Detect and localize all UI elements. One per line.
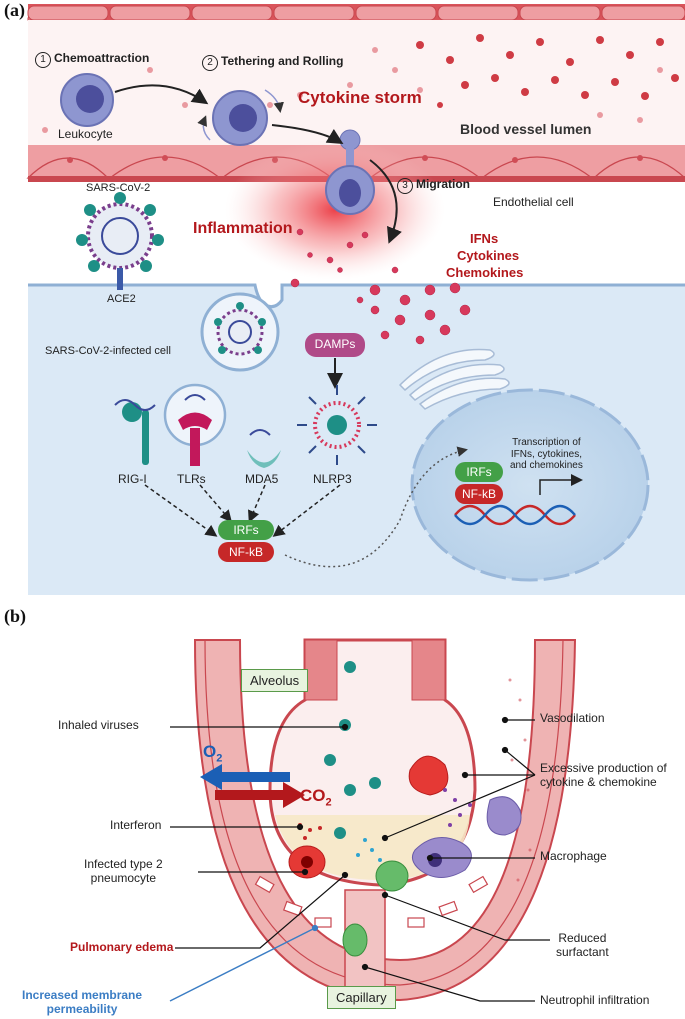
o2-label: O2 — [203, 742, 223, 765]
migrating-leukocyte — [325, 129, 375, 215]
vessel-lumen — [28, 20, 685, 145]
increased-perm-line-2: permeability — [46, 1001, 118, 1016]
co2-arrow — [215, 782, 305, 808]
membrane-gaps — [254, 875, 489, 928]
cytokines-label: Cytokines — [457, 248, 520, 263]
tlrs-label: TLRs — [177, 472, 206, 486]
inflammation-label: Inflammation — [193, 220, 293, 237]
infected-cell-label: SARS-CoV-2-infected cell — [45, 345, 171, 357]
sars-cov-2-label: SARS-CoV-2 — [86, 182, 151, 194]
neutrophil-cells — [342, 860, 409, 957]
chemokines-label: Chemokines — [446, 265, 524, 280]
airway-epithelium — [304, 639, 446, 701]
arrow-tethering — [271, 124, 344, 145]
ifns-label: IFNs — [470, 231, 499, 246]
step2-label: Tethering and Rolling — [221, 54, 344, 68]
rolling-leukocyte — [212, 90, 268, 146]
excessive-line-1: Excessive production of — [540, 761, 667, 775]
step3-num: 3 — [397, 178, 413, 194]
vessel-top-wall — [27, 4, 685, 21]
endothelial-cell-label: Endothelial cell — [493, 195, 574, 209]
alveolus-label: Alveolus — [241, 669, 309, 692]
blood-vessel-lumen-label: Blood vessel lumen — [460, 121, 592, 137]
panel-b-tag: (b) — [4, 606, 26, 626]
pulmonary-edema-label: Pulmonary edema — [70, 940, 174, 954]
step1-num: 1 — [35, 52, 51, 68]
infected-type2-label: Infected type 2 pneumocyte — [84, 857, 163, 886]
nlrp3-inflammasome — [297, 385, 377, 465]
reduced-line-1: Reduced — [558, 931, 607, 945]
panel-a-tag: (a) — [4, 0, 25, 20]
arrow-chemoattraction — [114, 84, 209, 105]
nucleus-nfkb-pill: NF-kB — [455, 484, 503, 504]
arrow-migration — [369, 159, 402, 244]
endoplasmic-reticulum — [398, 348, 510, 410]
mda5-label: MDA5 — [245, 472, 279, 486]
o2-arrow — [200, 764, 290, 790]
cytokine-particles — [290, 228, 471, 345]
step3-label: Migration — [416, 177, 470, 191]
increased-perm-line-1: Increased membrane — [22, 988, 143, 1002]
transcription-arrow — [539, 474, 583, 495]
mda5-receptor — [247, 429, 281, 468]
neutrophil-infiltration-label: Neutrophil infiltration — [540, 993, 650, 1007]
nucleus — [410, 388, 650, 582]
rig-i-label: RIG-I — [118, 472, 147, 486]
cytokine-storm-label: Cytokine storm — [298, 88, 422, 107]
transcription-line-2: IFNs, cytokines, — [510, 448, 582, 460]
tlr-receptor — [163, 383, 227, 466]
reduced-line-2: surfactant — [556, 944, 609, 959]
blood-cells — [42, 34, 679, 133]
translocation-arrow — [284, 446, 468, 568]
co2-label: CO2 — [300, 786, 332, 809]
irfs-pill: IRFs — [218, 520, 274, 540]
infected-type2-line-1: Infected type 2 — [84, 857, 163, 871]
nucleus-irfs-pill: IRFs — [455, 462, 503, 482]
leader-lines — [169, 716, 550, 1002]
excessive-production-label: Excessive production of cytokine & chemo… — [540, 761, 667, 790]
infected-type2-line-2: pneumocyte — [90, 870, 157, 885]
rolling-arc-1 — [197, 115, 211, 141]
infected-pneumocyte — [288, 845, 326, 879]
transcription-label: Transcription of IFNs, cytokines, and ch… — [510, 437, 583, 472]
macrophage-label: Macrophage — [540, 849, 607, 863]
leukocyte-cell — [60, 73, 114, 127]
interferon-label: Interferon — [110, 818, 162, 832]
step2-num: 2 — [202, 55, 218, 71]
sars-cov-2-virion — [76, 192, 164, 290]
increased-permeability-label: Increased membrane permeability — [22, 988, 143, 1017]
activated-cell — [408, 755, 449, 796]
damps-pill-bg — [305, 333, 365, 357]
vasodilation-dots — [503, 678, 532, 882]
step1-label: Chemoattraction — [54, 51, 150, 65]
rolling-arc-2 — [264, 89, 284, 113]
transcription-line-1: Transcription of — [512, 437, 581, 448]
dna-helix — [454, 504, 576, 526]
vasodilation-label: Vasodilation — [540, 711, 605, 725]
leukocyte-label: Leukocyte — [58, 127, 113, 141]
endocytosed-virion — [214, 302, 266, 356]
inhaled-viruses-label: Inhaled viruses — [58, 718, 139, 732]
rig-i-receptor — [114, 399, 156, 465]
capillary-label: Capillary — [327, 986, 396, 1009]
inhaled-virus-particles — [299, 661, 381, 864]
ace2-label: ACE2 — [107, 293, 136, 305]
excessive-line-2: cytokine & chemokine — [540, 774, 657, 789]
nlrp3-label: NLRP3 — [313, 472, 352, 486]
reduced-surfactant-label: Reduced surfactant — [556, 931, 609, 960]
transcription-line-3: and chemokines — [510, 460, 583, 471]
signal-arrows — [144, 484, 341, 537]
nfkb-pill: NF-kB — [218, 542, 274, 562]
cytokine-dots-b — [298, 788, 472, 862]
damps-label: DAMPs — [314, 337, 356, 351]
